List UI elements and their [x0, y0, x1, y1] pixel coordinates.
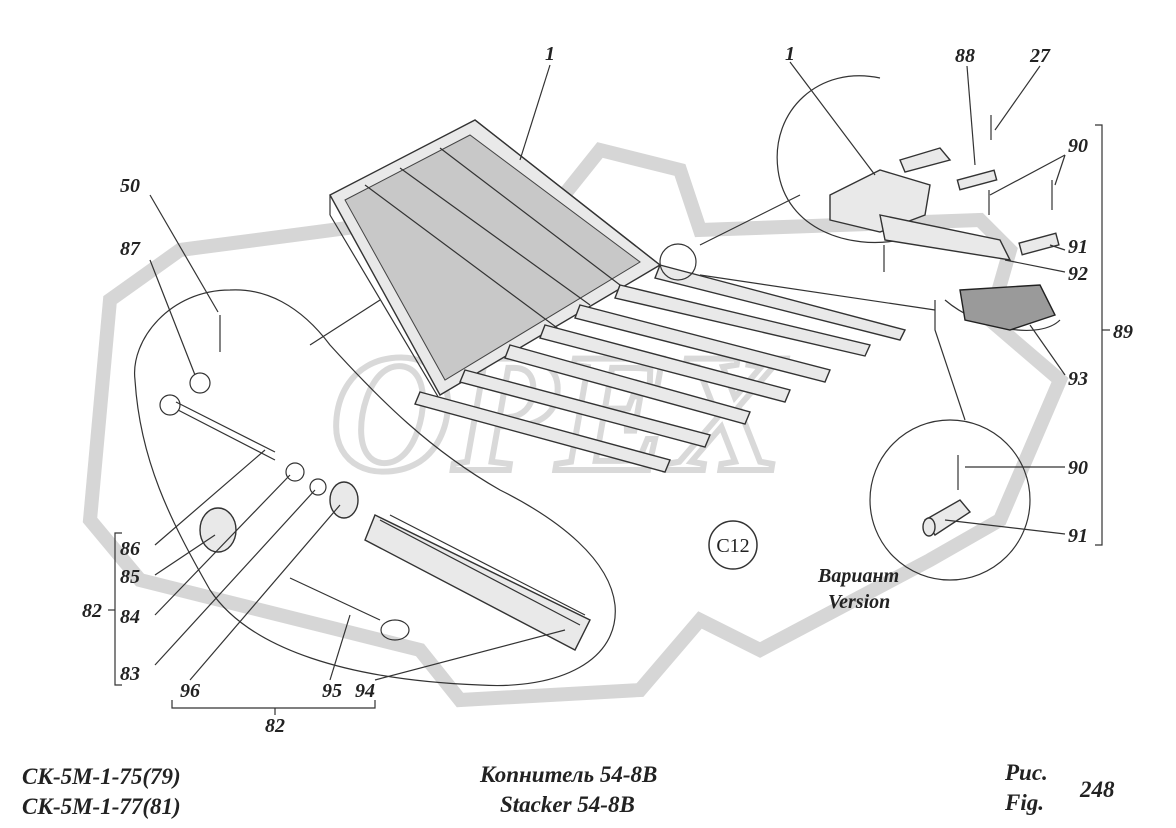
footer: СК-5М-1-75(79) СК-5М-1-77(81) Копнитель …: [22, 760, 1115, 819]
callout-94: 94: [355, 680, 375, 702]
stamp-c12: C12: [708, 520, 758, 570]
stacker-frame: [329, 119, 662, 401]
variant-detail-view: [869, 300, 1031, 581]
title-ru: Копнитель 54-8В: [479, 762, 657, 787]
model-code-1: СК-5М-1-75(79): [22, 764, 181, 789]
callout-91a: 91: [1068, 236, 1088, 258]
callout-85: 85: [120, 566, 140, 588]
callout-95: 95: [322, 680, 342, 702]
callout-labels: 1 1 88 27 90 91 92 89 93 90 91 50 87 86 …: [82, 43, 1133, 737]
callout-89: 89: [1113, 321, 1133, 343]
callout-90a: 90: [1068, 135, 1088, 157]
variant-en: Version: [828, 591, 890, 613]
group-brackets: [108, 124, 1110, 715]
callout-86: 86: [120, 538, 140, 560]
callout-1b: 1: [785, 43, 795, 65]
leader-lines: [149, 61, 1066, 681]
variant-caption: Вариант Version: [817, 565, 899, 613]
callout-50: 50: [120, 175, 140, 197]
callout-92: 92: [1068, 263, 1088, 285]
fig-number: 248: [1079, 777, 1115, 802]
fig-label-ru: Рис.: [1004, 760, 1048, 785]
stacker-tines: [414, 264, 907, 473]
hinge-detail-view: [659, 75, 1061, 331]
callout-82b: 82: [265, 715, 285, 737]
callout-87: 87: [120, 238, 141, 260]
stamp-label: C12: [716, 535, 749, 557]
callout-27: 27: [1029, 45, 1051, 67]
model-code-2: СК-5М-1-77(81): [22, 794, 181, 819]
callout-1a: 1: [545, 43, 555, 65]
callout-96: 96: [180, 680, 200, 702]
callout-83: 83: [120, 663, 140, 685]
callout-88: 88: [955, 45, 975, 67]
callout-82a: 82: [82, 600, 102, 622]
callout-90b: 90: [1068, 457, 1088, 479]
variant-ru: Вариант: [817, 565, 899, 587]
title-en: Stacker 54-8В: [500, 792, 635, 817]
callout-84: 84: [120, 606, 140, 628]
fig-label-en: Fig.: [1004, 790, 1044, 815]
callout-93: 93: [1068, 368, 1088, 390]
callout-91b: 91: [1068, 525, 1088, 547]
